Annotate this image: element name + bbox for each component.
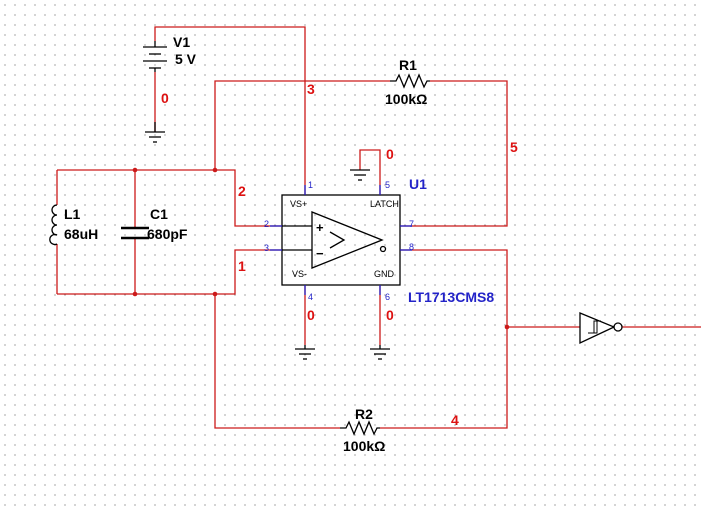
wire-r2-left bbox=[214, 294, 340, 429]
pin-number-1: 1 bbox=[308, 180, 313, 190]
junctions bbox=[132, 167, 510, 330]
pin-name-gnd: GND bbox=[374, 269, 395, 279]
input-minus-sign: − bbox=[316, 246, 324, 261]
pin-number-2: 2 bbox=[264, 219, 269, 229]
l1-value: 68uH bbox=[64, 226, 98, 242]
battery-v1[interactable]: V1 5 V bbox=[143, 34, 197, 72]
net-label-0-pin4: 0 bbox=[307, 307, 315, 323]
net-label-4: 4 bbox=[451, 412, 459, 428]
u1-part: LT1713CMS8 bbox=[408, 289, 494, 305]
r1-ref: R1 bbox=[399, 57, 417, 73]
pin-name-vsplus: VS+ bbox=[290, 199, 307, 209]
ground-pin6 bbox=[370, 345, 390, 360]
pin-number-8: 8 bbox=[409, 242, 414, 252]
u1-ref: U1 bbox=[409, 176, 427, 192]
wire-v1-to-vsplus bbox=[154, 26, 306, 195]
comparator-u1[interactable]: VS+ LATCH VS- GND + − 1 5 2 3 7 8 4 6 U1… bbox=[264, 176, 494, 305]
pin-name-latch: LATCH bbox=[370, 199, 399, 209]
l1-ref: L1 bbox=[64, 206, 81, 222]
wire-latch-ground bbox=[359, 149, 381, 195]
v1-value: 5 V bbox=[175, 51, 197, 67]
net-labels: 0 0 3 5 2 1 0 0 4 bbox=[161, 81, 518, 428]
pin-number-3: 3 bbox=[264, 243, 269, 253]
r2-ref: R2 bbox=[355, 406, 373, 422]
junction-c1-bottom bbox=[132, 291, 138, 297]
wire-r1-right bbox=[400, 80, 508, 227]
resistor-r2[interactable]: R2 100kΩ bbox=[340, 406, 385, 454]
pin-number-7: 7 bbox=[409, 219, 414, 229]
inductor-l1[interactable]: L1 68uH bbox=[49, 204, 98, 246]
net-label-5: 5 bbox=[510, 139, 518, 155]
v1-ref: V1 bbox=[173, 34, 190, 50]
c1-value: 680pF bbox=[147, 226, 188, 242]
schmitt-inverter[interactable] bbox=[579, 312, 623, 345]
junction-node1 bbox=[212, 291, 218, 297]
junction-output bbox=[504, 324, 510, 330]
net-label-0-latch: 0 bbox=[386, 146, 394, 162]
ground-latch bbox=[350, 169, 370, 181]
pin-number-6: 6 bbox=[385, 292, 390, 302]
capacitor-c1[interactable]: C1 680pF bbox=[121, 206, 188, 242]
r1-value: 100kΩ bbox=[385, 91, 427, 107]
net-label-3: 3 bbox=[307, 81, 315, 97]
junction-node2 bbox=[212, 167, 218, 173]
pin-number-4: 4 bbox=[308, 292, 313, 302]
junction-c1-top bbox=[132, 167, 138, 173]
net-label-1: 1 bbox=[238, 258, 246, 274]
net-label-2: 2 bbox=[238, 183, 246, 199]
wire-tank-bottom bbox=[57, 249, 282, 295]
r2-value: 100kΩ bbox=[343, 438, 385, 454]
net-label-0-v1: 0 bbox=[161, 90, 169, 106]
wire-output bbox=[400, 249, 508, 429]
net-label-0-pin6: 0 bbox=[386, 307, 394, 323]
c1-ref: C1 bbox=[150, 206, 168, 222]
wire-r1-left bbox=[214, 80, 390, 170]
pin-number-5: 5 bbox=[385, 180, 390, 190]
resistor-r1[interactable]: R1 100kΩ bbox=[385, 57, 430, 107]
pin-name-vsminus: VS- bbox=[292, 269, 307, 279]
ground-pin4 bbox=[295, 345, 315, 360]
input-plus-sign: + bbox=[316, 220, 324, 235]
wire-tank-top bbox=[57, 169, 282, 227]
ground-v1 bbox=[145, 122, 165, 143]
